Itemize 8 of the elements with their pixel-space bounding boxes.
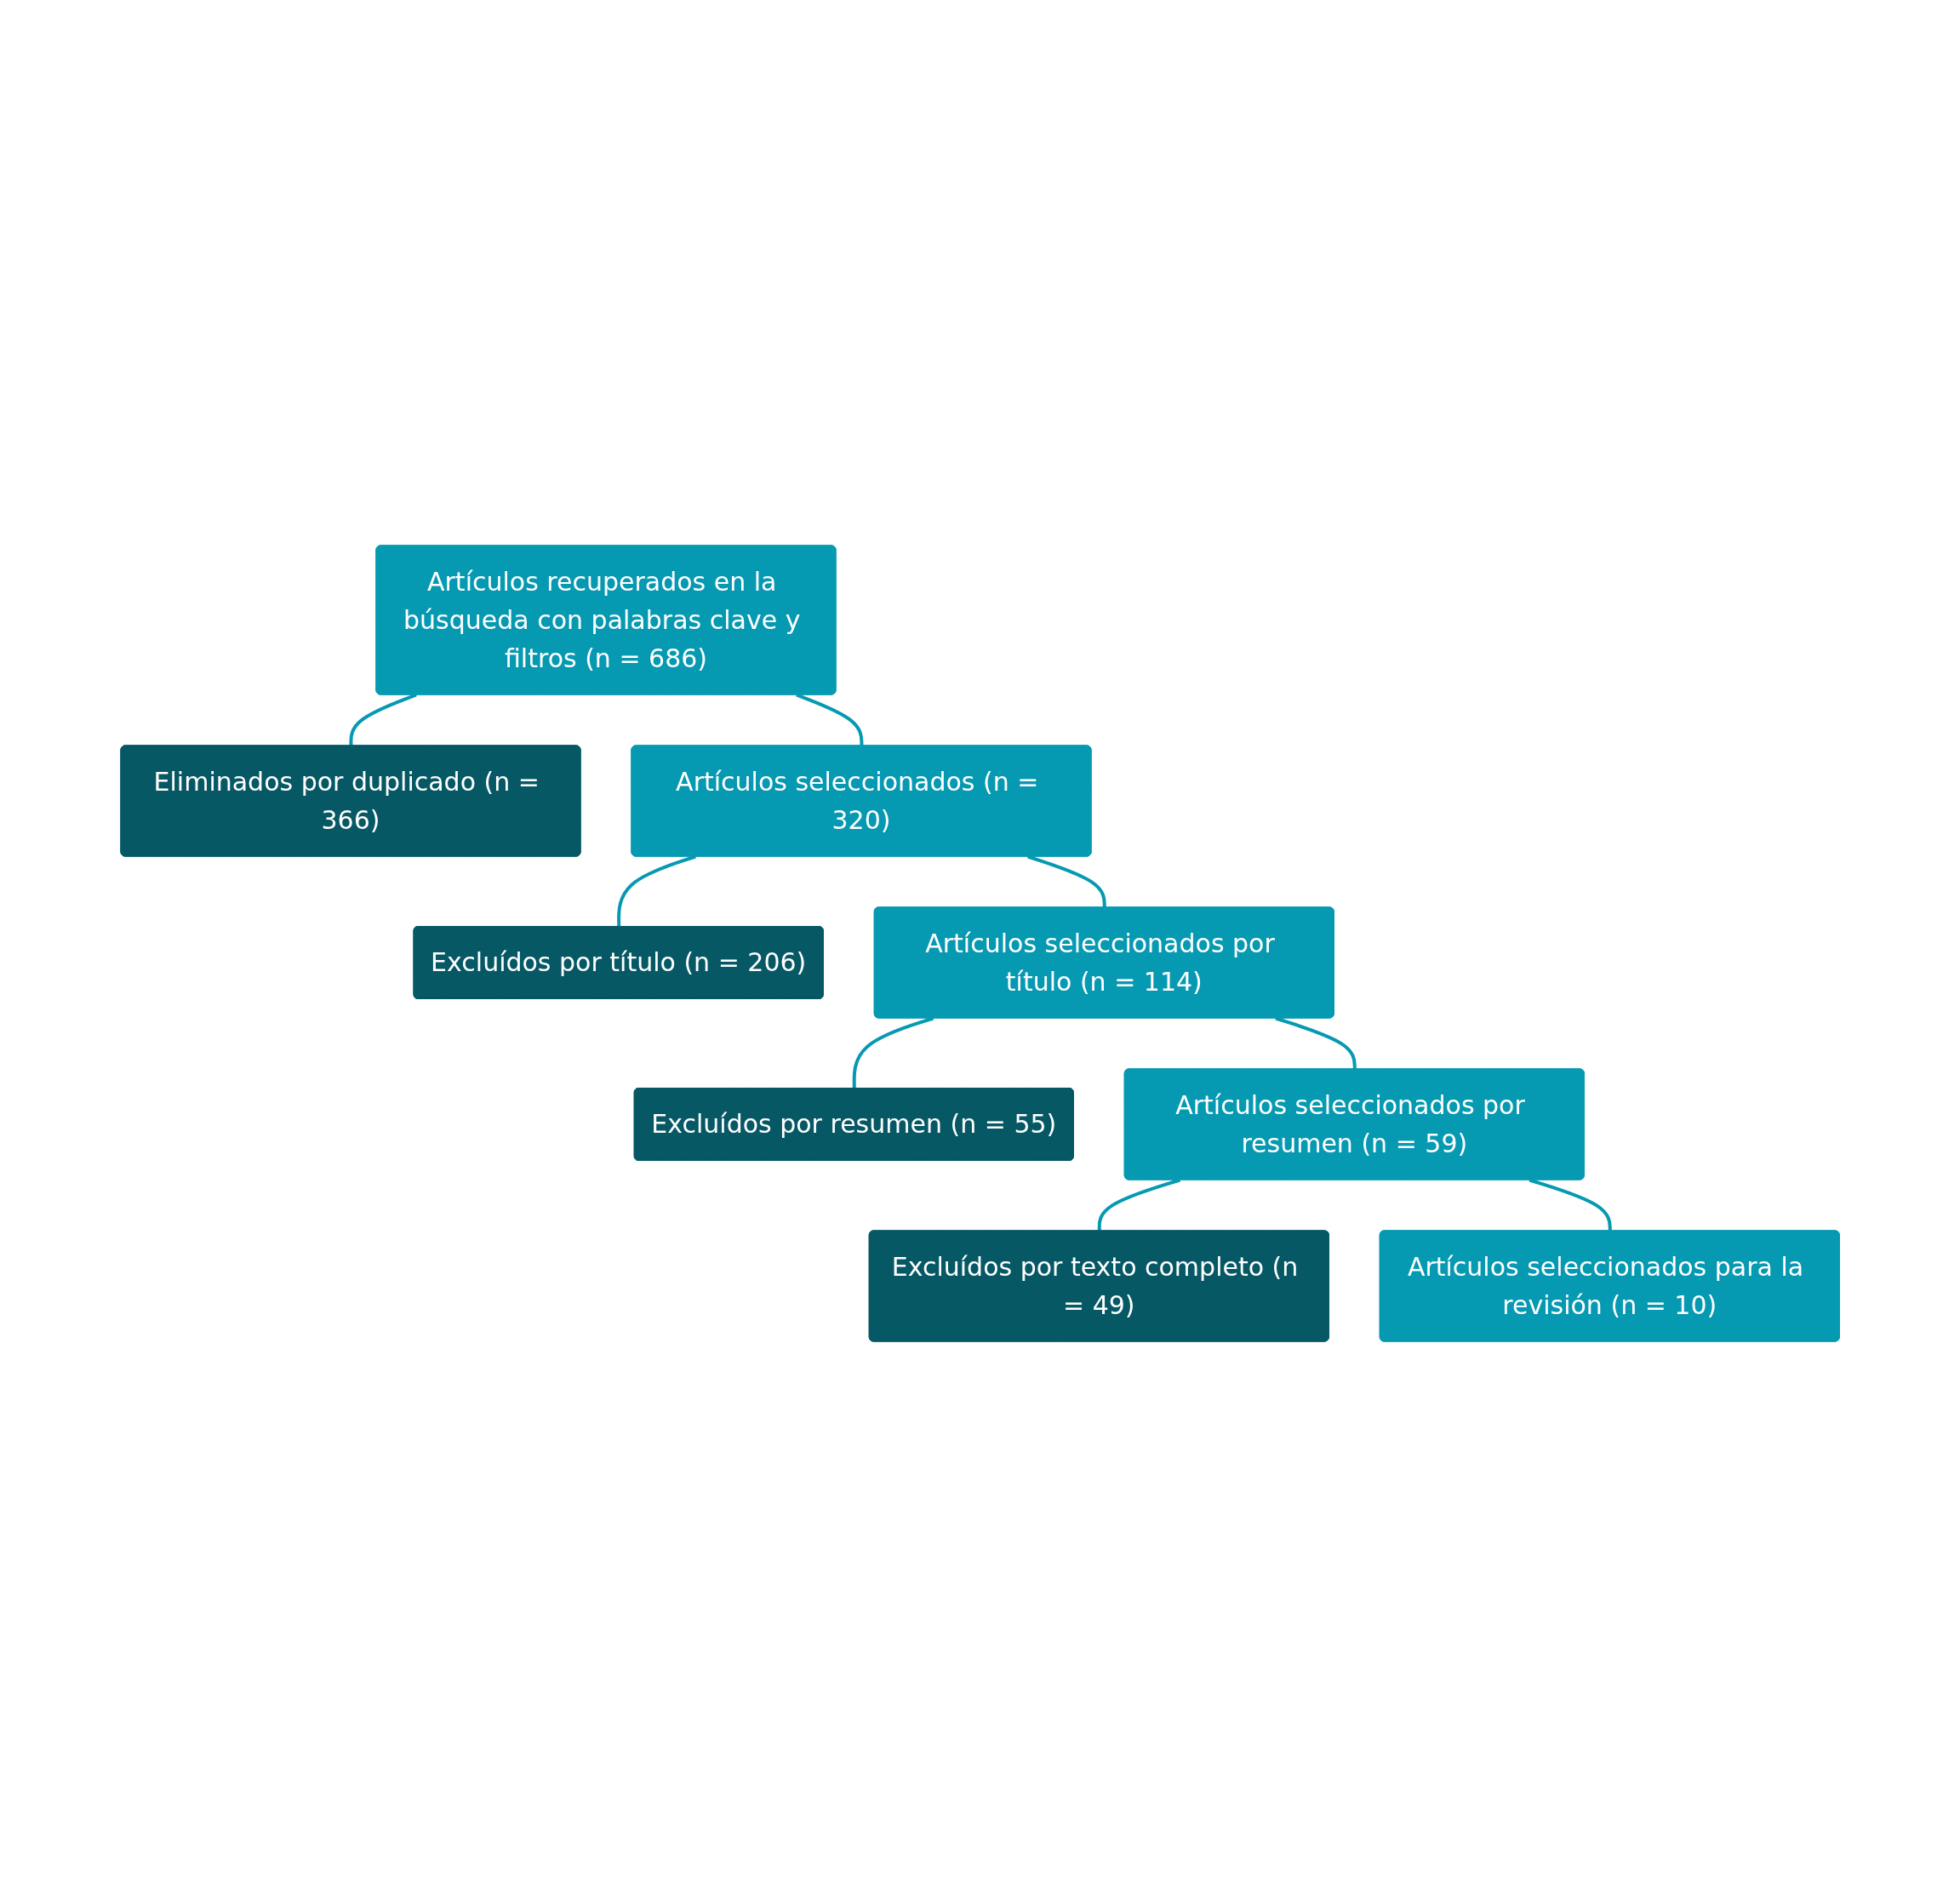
connector [852,1016,934,1089]
connector [1529,1178,1612,1232]
connector [1275,1016,1357,1070]
connector [616,854,696,927]
connector [1097,1178,1180,1232]
connector [1026,854,1106,908]
connector [349,693,417,746]
connector [796,693,864,746]
